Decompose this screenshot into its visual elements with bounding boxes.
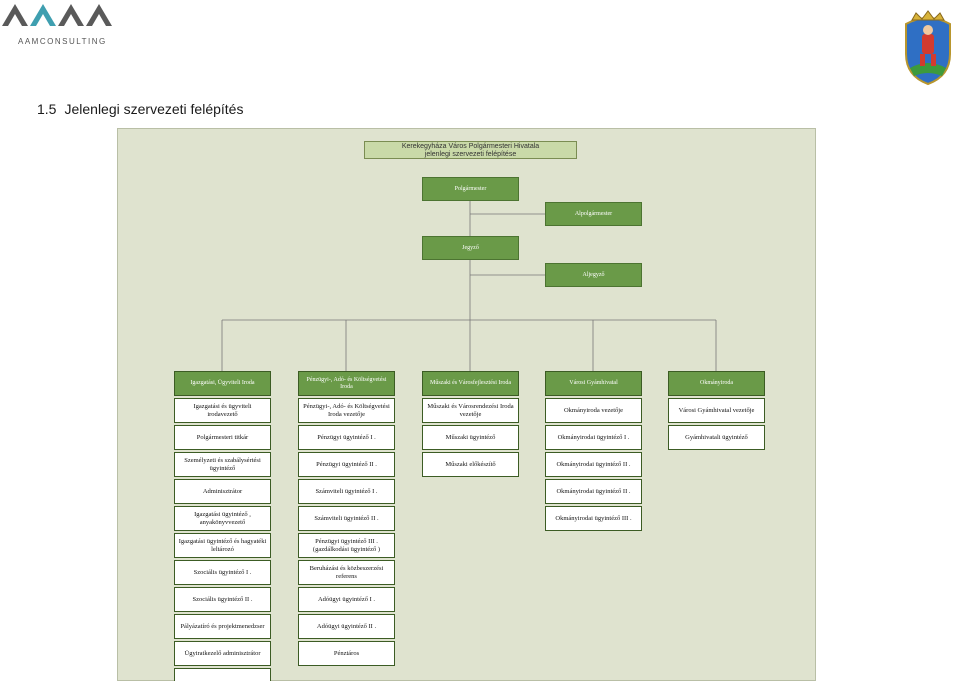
deputy-notary-box: Aljegyző [545,263,642,287]
position-box: Igazgatási és ügyviteli irodavezető [174,398,271,423]
position-box: Okmányirodai ügyintéző II . [545,479,642,504]
position-box: Pénztáros [298,641,395,666]
position-box: Pénzügyi ügyintéző I . [298,425,395,450]
section-number: 1.5 [37,101,57,117]
section-heading: 1.5 Jelenlegi szervezeti felépítés [37,101,243,117]
position-box: Igazgatási ügyintéző , anyakönyvvezető [174,506,271,531]
department-box: Műszaki és Városfejlesztési Iroda [422,371,519,396]
position-box: Adóügyi ügyintéző II . [298,614,395,639]
position-box: Okmányirodai ügyintéző I . [545,425,642,450]
position-box: Pénzügyi ügyintéző II . [298,452,395,477]
mayor-box: Polgármester [422,177,519,201]
logo-brand-text: AAMCONSULTING [18,37,107,46]
position-box: Műszaki és Városrendezési Iroda vezetője [422,398,519,423]
position-box: Okmányiroda vezetője [545,398,642,423]
position-box: Beruházási és közbeszerzési referens [298,560,395,585]
department-box: Igazgatási, Ügyviteli Iroda [174,371,271,396]
position-box: Pénzügyi-, Adó- és Költségvetési Iroda v… [298,398,395,423]
department-box: Városi Gyámhivatal [545,371,642,396]
position-box: Ügyiratkezelő adminisztrátor [174,641,271,666]
position-box: Pályázatíró és projektmenedzser [174,614,271,639]
department-box: Okmányiroda [668,371,765,396]
position-box: Számviteli ügyintéző II . [298,506,395,531]
position-box: Adminisztrátor [174,479,271,504]
position-box: Személyzeti és szabálysértési ügyintéző [174,452,271,477]
position-box: Szociális ügyintéző II . [174,587,271,612]
company-logo [0,0,120,48]
position-box: Számviteli ügyintéző I . [298,479,395,504]
department-box: Pénzügyi-, Adó- és Költségvetési Iroda [298,371,395,396]
position-box: Okmányirodai ügyintéző II . [545,452,642,477]
position-box: Szociális ügyintéző I . [174,560,271,585]
chart-title-line-2: jelenlegi szervezeti felépítése [424,151,517,158]
position-box-partial [174,668,271,681]
chart-title: Kerekegyháza Város Polgármesteri Hivatal… [364,141,577,159]
position-box: Polgármesteri titkár [174,425,271,450]
coat-of-arms-icon [898,10,958,86]
position-box: Adóügyi ügyintéző I . [298,587,395,612]
notary-box: Jegyző [422,236,519,260]
position-box: Városi Gyámhivatal vezetője [668,398,765,423]
position-box: Műszaki ügyintéző [422,425,519,450]
deputy-mayor-box: Alpolgármester [545,202,642,226]
chart-title-line-1: Kerekegyháza Város Polgármesteri Hivatal… [401,143,540,150]
position-box: Gyámhivatali ügyintéző [668,425,765,450]
logo-mark-icon [2,4,112,26]
position-box: Műszaki előkészítő [422,452,519,477]
position-box: Igazgatási ügyintéző és hagyatéki leltár… [174,533,271,558]
position-box: Okmányirodai ügyintéző III . [545,506,642,531]
position-box: Pénzügyi ügyintéző III . (gazdálkodási ü… [298,533,395,558]
section-title: Jelenlegi szervezeti felépítés [64,101,244,117]
